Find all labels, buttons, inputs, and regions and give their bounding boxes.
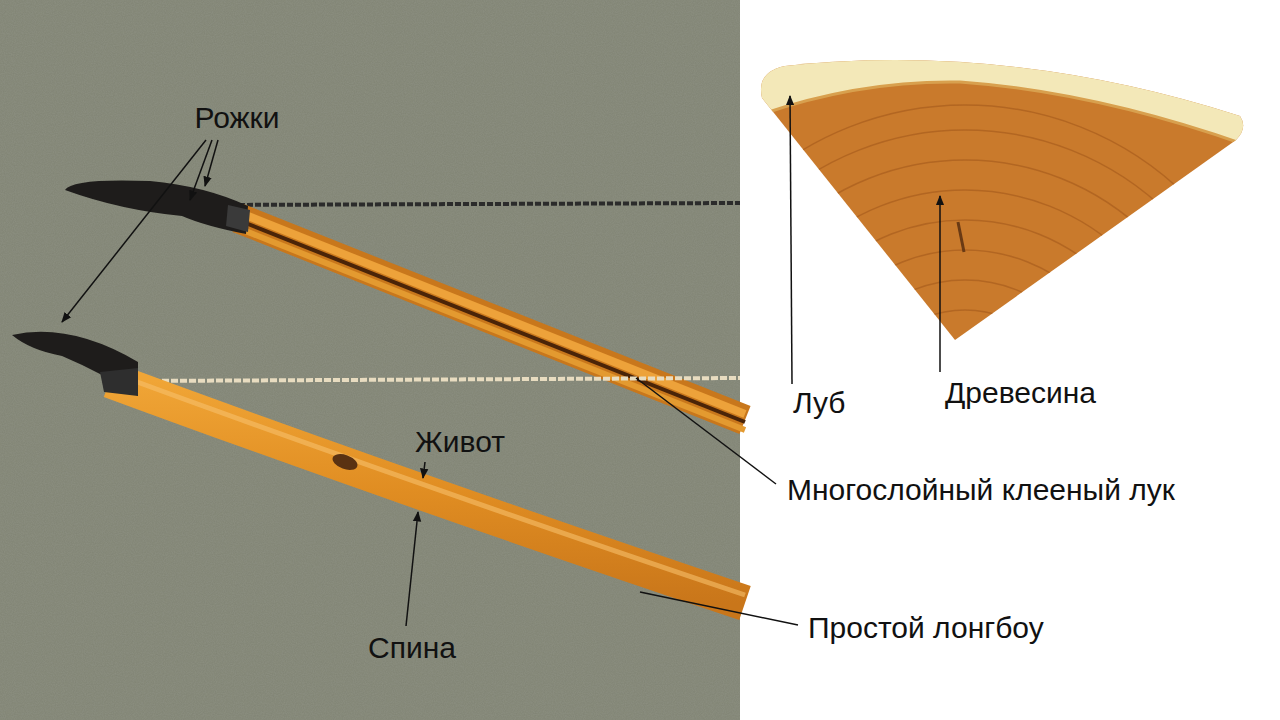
string-wrap — [100, 368, 138, 396]
part-label: Многослойный клееный лук — [787, 472, 1175, 508]
horn-nock — [65, 180, 248, 234]
wood-knot — [330, 451, 359, 473]
bow-string — [215, 203, 740, 205]
longbow-limb — [110, 380, 745, 603]
string-wrap — [226, 205, 250, 232]
limb-highlight — [110, 372, 745, 595]
part-label: Луб — [793, 385, 846, 421]
laminated-bow — [238, 212, 745, 430]
wood-cross-section — [650, 30, 1280, 720]
part-label: Спина — [368, 630, 456, 666]
horn-nock — [12, 332, 138, 396]
part-label: Древесина — [945, 375, 1096, 411]
leader-lines — [62, 96, 940, 626]
part-label: Рожки — [195, 100, 280, 136]
part-label: Простой лонгбоу — [808, 610, 1044, 646]
bow-string — [135, 378, 740, 381]
part-label: Живот — [415, 424, 505, 460]
